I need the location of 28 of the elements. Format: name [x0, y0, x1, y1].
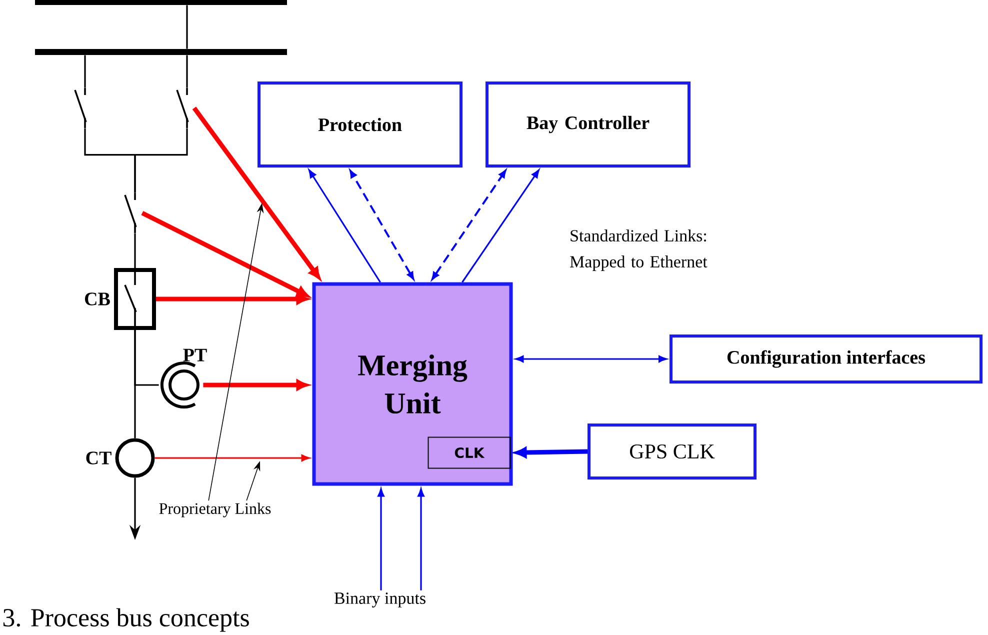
connecting-line: [134, 330, 136, 438]
arrow: [418, 488, 424, 590]
arrow: [432, 170, 506, 280]
clock-box: CLK: [428, 436, 511, 469]
link-label: Proprietary Links: [159, 502, 271, 518]
arrow: [378, 488, 384, 590]
switch-symbol: [74, 88, 87, 128]
interface-box: Configuration interfaces: [670, 334, 982, 384]
arrow: [308, 170, 381, 283]
gps-clock-box: GPS CLK: [588, 424, 756, 480]
connecting-line: [186, 5, 188, 49]
arrow: [462, 170, 540, 283]
protection-box: Protection: [258, 82, 462, 168]
busbar: [35, 49, 287, 55]
controller-box: Bay Controller: [486, 82, 690, 168]
busbar: [35, 0, 287, 5]
connecting-line: [134, 128, 188, 193]
connecting-line: [186, 55, 188, 88]
note-text: Standardized Links: Mapped to Ethernet: [570, 230, 708, 271]
connecting-line: [134, 233, 136, 268]
input-label: Binary inputs: [334, 592, 426, 608]
connecting-line: [84, 55, 86, 88]
arrow: [154, 454, 310, 462]
switch-symbol: [176, 88, 189, 128]
arrow: [350, 170, 414, 280]
caption: 3. Process bus concepts: [3, 608, 249, 632]
switch-symbol: [124, 193, 137, 233]
arrow: [515, 356, 667, 362]
